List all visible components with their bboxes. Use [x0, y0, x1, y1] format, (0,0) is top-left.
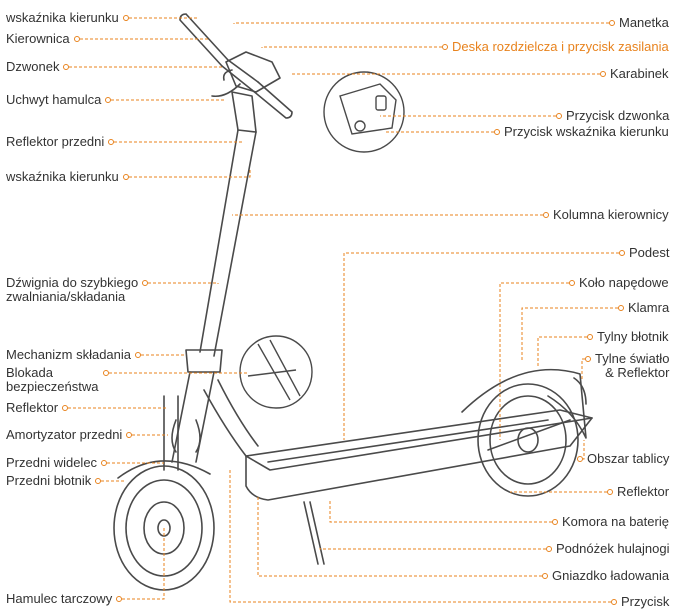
label-dot [552, 519, 558, 525]
label-battery-compartment: Komora na baterię [562, 515, 669, 529]
lock-inset [240, 336, 312, 408]
label-bell: Dzwonek [6, 60, 59, 74]
label-dot [95, 478, 101, 484]
label-dot [607, 489, 613, 495]
label-dot [74, 36, 80, 42]
label-dot [542, 573, 548, 579]
label-dot [577, 456, 583, 462]
label-rear-fender: Tylny błotnik [597, 330, 669, 344]
leader-line [582, 359, 585, 380]
label-dot [543, 212, 549, 218]
label-front-shock: Amortyzator przedni [6, 428, 122, 442]
label-dot [105, 97, 111, 103]
label-dot [123, 174, 129, 180]
label-dot [546, 546, 552, 552]
label-reflector: Reflektor [6, 401, 58, 415]
rear-wheel-rim [490, 396, 566, 484]
label-dot [619, 250, 625, 256]
dashboard-block [226, 52, 280, 92]
rear-hub [518, 428, 538, 452]
label-brake-lever: Uchwyt hamulca [6, 93, 101, 107]
label-dot [569, 280, 575, 286]
leader-line [80, 39, 208, 40]
left-grip [180, 14, 228, 66]
leader-line [148, 283, 218, 284]
leader-line [320, 548, 546, 549]
right-grip [252, 82, 292, 118]
label-dot [62, 405, 68, 411]
label-front-fender: Przedni błotnik [6, 474, 91, 488]
label-drive-wheel: Koło napędowe [579, 276, 669, 290]
neck [204, 380, 258, 456]
rear-fender-shape [462, 370, 586, 438]
label-dot [611, 599, 617, 605]
label-front-fork: Przedni widelec [6, 456, 97, 470]
leader-line [109, 372, 248, 373]
steering-column-shape [200, 130, 256, 356]
scooter-illustration [114, 14, 592, 590]
leader-line [129, 170, 250, 177]
leader-line [344, 253, 619, 440]
label-dot [142, 280, 148, 286]
label-carabiner: Karabinek [610, 67, 669, 81]
label-handlebar: Kierownica [6, 32, 70, 46]
rear-wheel [478, 384, 578, 496]
leader-line [538, 337, 587, 366]
deck-mat [268, 420, 548, 462]
leader-line [234, 23, 609, 24]
label-indicator-button: Przycisk wskaźnika kierunku [504, 125, 669, 139]
label-dot [103, 370, 109, 376]
kickstand-shape [304, 502, 324, 564]
label-dot [116, 596, 122, 602]
label-dot [618, 305, 624, 311]
leader-line [262, 47, 442, 48]
label-kickstand: Podnóżek hulajnogi [556, 542, 669, 556]
label-dot [585, 356, 591, 362]
label-dot [123, 15, 129, 21]
label-folding-mechanism: Mechanizm składania [6, 348, 131, 362]
head-tube [232, 92, 256, 132]
dashboard-inset [324, 72, 404, 152]
label-quick-release-lever: Dźwignia do szybkiego zwalniania/składan… [6, 276, 138, 304]
label-tail-light: Tylne światło & Reflektor [595, 352, 669, 380]
leader-line [258, 496, 542, 576]
label-dot [108, 139, 114, 145]
label-button: Przycisk [621, 595, 669, 609]
label-turn-indicator-top: wskaźnika kierunku [6, 11, 119, 25]
label-throttle: Manetka [619, 16, 669, 30]
label-dot [494, 129, 500, 135]
label-rear-reflector: Reflektor [617, 485, 669, 499]
leader-line [330, 500, 552, 522]
label-deck: Podest [629, 246, 669, 260]
label-dot [600, 71, 606, 77]
label-dot [587, 334, 593, 340]
label-dot [101, 460, 107, 466]
label-dot [135, 352, 141, 358]
folding-block [186, 350, 222, 372]
fork-stanchion [164, 396, 178, 470]
label-steering-column: Kolumna kierownicy [553, 208, 669, 222]
label-disc-brake: Hamulec tarczowy [6, 592, 112, 606]
leader-line [500, 283, 569, 440]
label-dot [442, 44, 448, 50]
label-dot [556, 113, 562, 119]
label-front-reflector: Reflektor przedni [6, 135, 104, 149]
label-plate-area: Obszar tablicy [587, 452, 669, 466]
leader-line [122, 528, 164, 599]
label-clamp: Klamra [628, 301, 669, 315]
label-dot [609, 20, 615, 26]
label-turn-indicator-lower: wskaźnika kierunku [6, 170, 119, 184]
label-dashboard: Deska rozdzielcza i przycisk zasilania [452, 40, 669, 54]
shock-absorber [172, 420, 200, 452]
label-dot [63, 64, 69, 70]
label-dot [126, 432, 132, 438]
label-bell-button: Przycisk dzwonka [566, 109, 669, 123]
label-charging-port: Gniazdko ładowania [552, 569, 669, 583]
label-safety-lock: Blokada bezpieczeństwa [6, 366, 99, 394]
